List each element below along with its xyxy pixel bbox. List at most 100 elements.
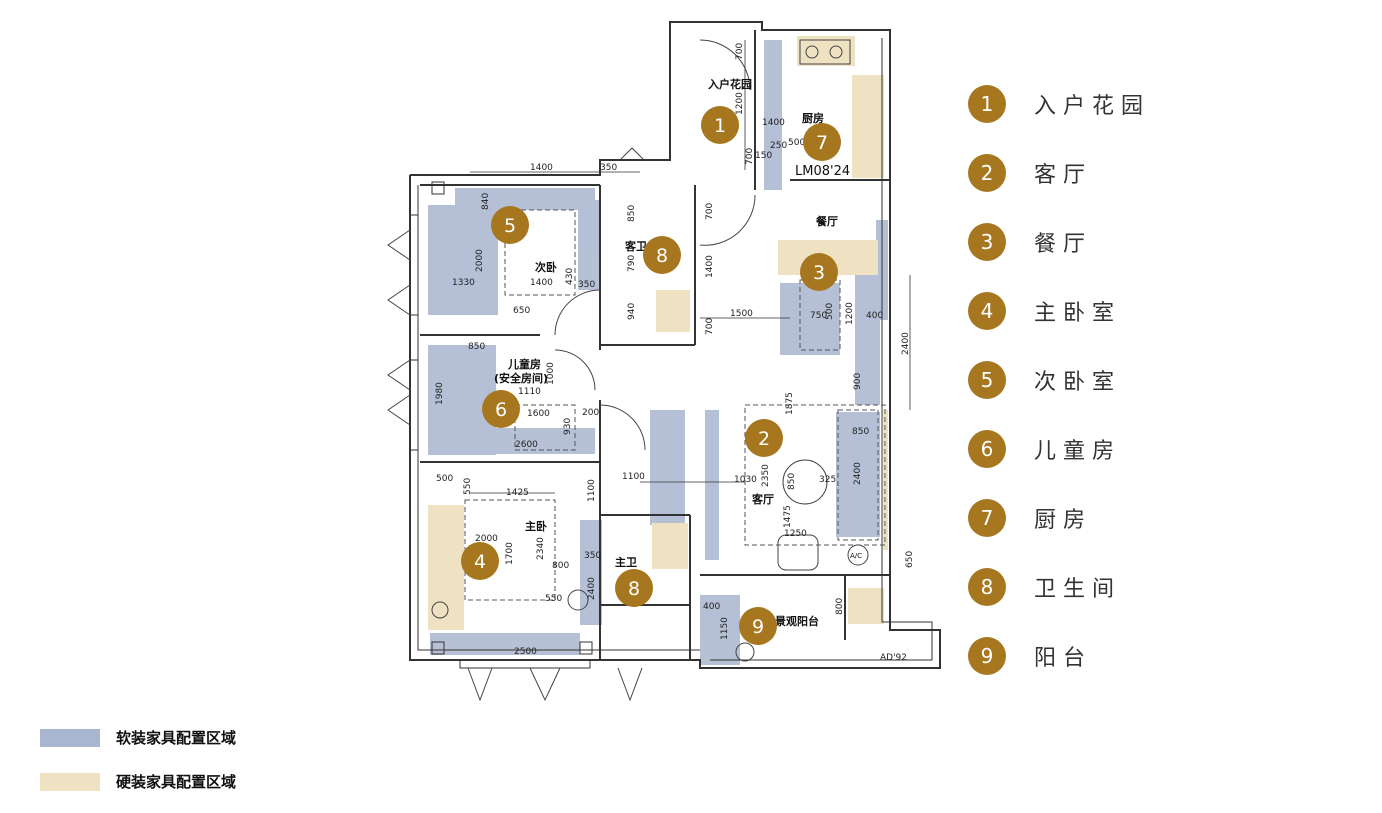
dim-label: 430 <box>565 268 575 285</box>
svg-text:8: 8 <box>628 578 640 600</box>
dim-label: 2500 <box>514 647 537 657</box>
balcony-plant <box>735 642 755 662</box>
hard-zone-kitchen-counter <box>852 75 884 178</box>
armchair <box>777 534 819 571</box>
dim-label: 850 <box>468 342 485 352</box>
legend-label: 儿童房 <box>1034 439 1122 464</box>
soft-zone-children-desk <box>480 428 595 454</box>
dim-label: 940 <box>627 303 637 320</box>
room-markers: 1 7 5 8 3 6 2 4 8 9 <box>461 106 841 645</box>
dim-label: 1700 <box>505 542 515 565</box>
legend-item-living: 2 客厅 <box>968 153 1092 193</box>
svg-text:7: 7 <box>816 132 828 154</box>
room-label-children-sub: (安全房间) <box>494 371 548 385</box>
legend-label: 卫生间 <box>1034 577 1122 602</box>
dim-label: 650 <box>513 306 530 316</box>
kitchen-code: LM08'24 <box>795 164 850 179</box>
dim-label: 500 <box>436 474 453 484</box>
dim-label: 550 <box>545 594 562 604</box>
legend-number: 5 <box>968 361 1006 399</box>
legend-label: 餐厅 <box>1034 232 1093 257</box>
window-side-2 <box>387 284 411 316</box>
master-bath-basin <box>567 589 589 611</box>
soft-zone-kitchen-strip <box>764 40 782 190</box>
walls <box>409 21 941 669</box>
living-area <box>744 404 886 546</box>
dim-label: 500 <box>788 138 805 148</box>
ac-label: A/C <box>850 552 862 560</box>
furniture <box>464 209 886 601</box>
hard-zone-kitchen-stove <box>797 36 855 66</box>
dim-label: 1330 <box>452 278 475 288</box>
marker-children-room: 6 <box>482 390 520 428</box>
dim-label: 850 <box>787 473 797 490</box>
legend-number: 4 <box>968 292 1006 330</box>
dim-label: 1200 <box>845 302 855 325</box>
dim-label: 800 <box>835 598 845 615</box>
legend-item-children-room: 6 儿童房 <box>968 429 1121 469</box>
room-label-guest-bath: 客卫 <box>624 239 647 253</box>
room-label-master: 主卧 <box>525 519 547 533</box>
legend-number: 3 <box>968 223 1006 261</box>
dim-label: 2400 <box>901 332 911 355</box>
legend-item-bathroom: 8 卫生间 <box>968 567 1121 607</box>
svg-text:9: 9 <box>752 616 764 638</box>
dim-label: 350 <box>578 280 595 290</box>
dim-label: 790 <box>627 255 637 272</box>
door-bay-3 <box>617 667 643 702</box>
dim-label: 850 <box>852 427 869 437</box>
dimension-labels: 1400 350 700 1200 1400 700 150 250 850 7… <box>435 43 915 663</box>
marker-kitchen: 7 <box>803 123 841 161</box>
svg-text:4: 4 <box>474 551 486 573</box>
svg-text:8: 8 <box>656 245 668 267</box>
legend-item-kitchen: 7 厨房 <box>968 498 1092 538</box>
legend-number: 6 <box>968 430 1006 468</box>
dim-label: 1400 <box>530 163 553 173</box>
legend-label: 次卧室 <box>1034 370 1122 395</box>
dim-label: 650 <box>905 551 915 568</box>
dim-label: 250 <box>770 141 787 151</box>
legend-label: 主卧室 <box>1034 301 1122 326</box>
room-label-children-room: 儿童房 <box>507 357 541 371</box>
dim-label: 150 <box>755 151 772 161</box>
dim-label: 325 <box>819 475 836 485</box>
room-label-entry-garden: 入户花园 <box>708 77 752 91</box>
dim-label: 800 <box>552 561 569 571</box>
dim-label: 350 <box>600 163 617 173</box>
legend-label: 阳台 <box>1034 646 1093 671</box>
dim-label: 700 <box>705 203 715 220</box>
legend-item-dining: 3 餐厅 <box>968 222 1092 262</box>
dim-label: 1250 <box>784 529 807 539</box>
pillar-2 <box>431 641 445 655</box>
dim-label: 900 <box>853 373 863 390</box>
svg-text:2: 2 <box>758 428 770 450</box>
dim-label: 1100 <box>587 479 597 502</box>
inner-walls <box>409 38 933 669</box>
dim-label: 1030 <box>734 475 757 485</box>
dim-label: 1400 <box>705 255 715 278</box>
legend-number: 7 <box>968 499 1006 537</box>
legend-number: 8 <box>968 568 1006 606</box>
dim-label: 2400 <box>853 462 863 485</box>
svg-text:6: 6 <box>495 399 507 421</box>
dim-label: 400 <box>866 311 883 321</box>
door-entry <box>699 39 751 91</box>
dim-label: 1400 <box>762 118 785 128</box>
dim-label: 500 <box>825 303 835 320</box>
key-item-soft: 软装家具配置区域 <box>40 727 236 748</box>
ac-unit <box>847 544 869 566</box>
dim-label: 2600 <box>515 440 538 450</box>
dim-label: 1875 <box>785 392 795 415</box>
dim-label: 2000 <box>475 249 485 272</box>
svg-text:1: 1 <box>714 115 726 137</box>
legend-item-second-bedroom: 5 次卧室 <box>968 360 1121 400</box>
key-label-soft: 软装家具配置区域 <box>116 729 237 747</box>
dim-label: 1400 <box>530 278 553 288</box>
dim-label: 1200 <box>735 92 745 115</box>
pillar-3 <box>579 641 593 655</box>
room-label-balcony: 景观阳台 <box>774 614 819 628</box>
outer-wall-right-inner <box>710 38 933 661</box>
window-bedroom <box>409 214 419 316</box>
legend-number: 9 <box>968 637 1006 675</box>
